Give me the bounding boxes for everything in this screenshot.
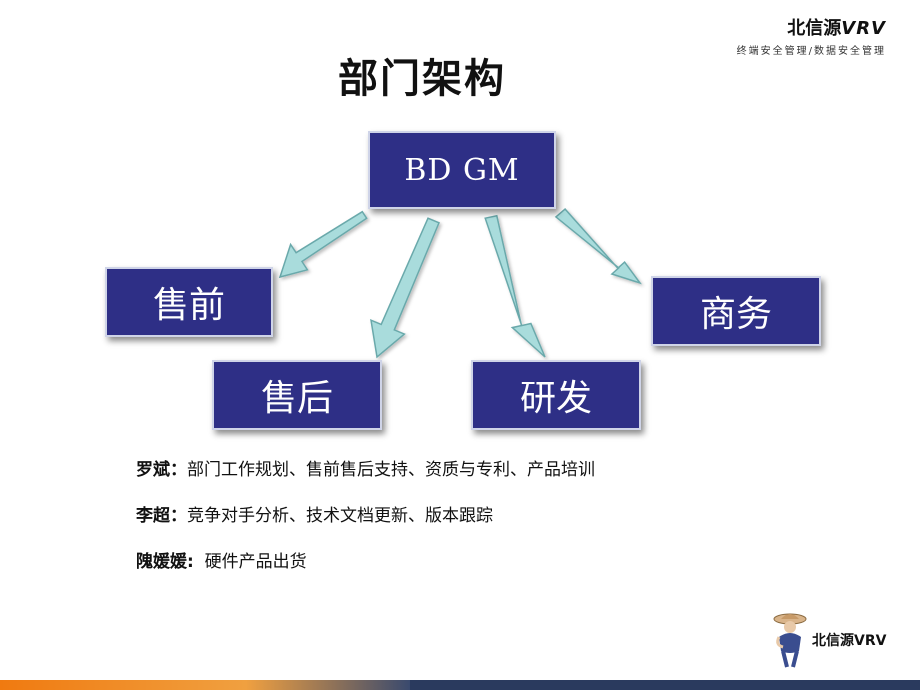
footer-bar [0, 680, 920, 690]
arrow-to-presales [278, 210, 368, 279]
org-node-business: 商务 [651, 276, 821, 346]
role-item: 李超：竞争对手分析、技术文档更新、版本跟踪 [136, 503, 776, 530]
brand-name-cn: 北信源 [787, 18, 842, 39]
page-title: 部门架构 [338, 56, 506, 102]
role-person: 罗斌： [136, 460, 187, 480]
brand-logo: 北信源VRV 终端安全管理/数据安全管理 [686, 18, 886, 57]
org-node-rd: 研发 [471, 360, 641, 430]
footer-brand: 北信源VRV [812, 633, 887, 649]
role-duties: 竞争对手分析、技术文档更新、版本跟踪 [187, 506, 493, 526]
org-node-aftersales: 售后 [212, 360, 382, 430]
role-item: 罗斌：部门工作规划、售前售后支持、资质与专利、产品培训 [136, 457, 776, 484]
mascot-logo-icon [773, 613, 807, 668]
arrow-to-business [554, 208, 642, 285]
role-list: 罗斌：部门工作规划、售前售后支持、资质与专利、产品培训 李超：竞争对手分析、技术… [136, 457, 776, 595]
footer-bar-accent [0, 680, 410, 690]
role-duties: 部门工作规划、售前售后支持、资质与专利、产品培训 [187, 460, 595, 480]
role-item: 隗媛媛: 硬件产品出货 [136, 549, 776, 576]
brand-tagline: 终端安全管理/数据安全管理 [736, 46, 886, 57]
brand-name-latin: VRV [841, 18, 886, 39]
role-person: 隗媛媛: [136, 552, 194, 572]
brand-name: 北信源VRV [686, 18, 886, 40]
arrow-to-rd [484, 214, 546, 358]
org-node-bd-gm: BD GM [368, 131, 556, 209]
role-duties: 硬件产品出货 [193, 552, 307, 572]
org-node-presales: 售前 [105, 267, 273, 337]
role-person: 李超： [136, 506, 187, 526]
arrow-to-aftersales [370, 217, 440, 359]
